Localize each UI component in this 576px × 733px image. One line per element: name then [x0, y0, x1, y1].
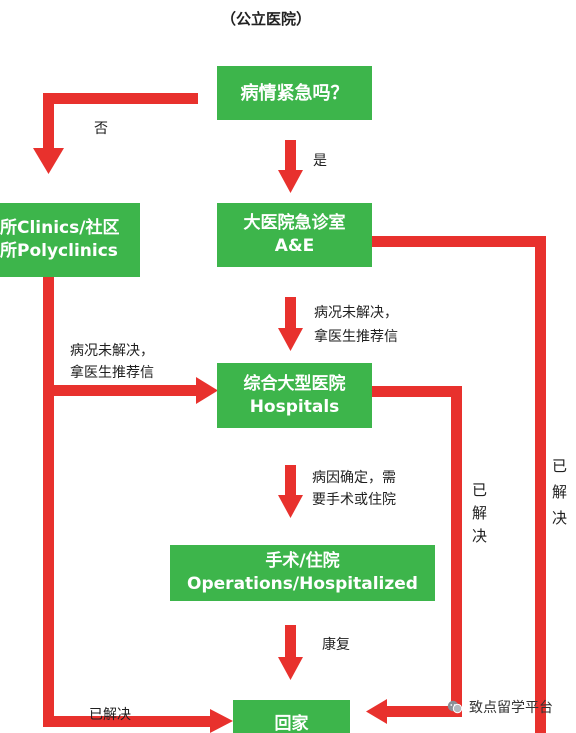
arrow-emergency-to-hospital-head — [278, 328, 303, 351]
node-label-line: 所Polyclinics — [0, 241, 118, 261]
diagram-title: （公立医院） — [220, 10, 311, 28]
edge-label-line: 病况未解决， — [314, 305, 398, 321]
arrow-emergency-resolved-vertical — [535, 236, 546, 733]
edge-label-yes: 是 — [313, 153, 327, 169]
edge-label-line: 要手术或住院 — [312, 492, 396, 508]
edge-label-line: 病况未解决， — [70, 343, 154, 359]
arrow-recovery-head — [278, 657, 303, 680]
arrow-hospital-resolved-horizontal — [372, 386, 462, 397]
arrow-yes-head — [278, 170, 303, 193]
edge-label-line: 病因确定，需 — [312, 470, 396, 486]
node-label-line: 所Clinics/社区 — [0, 218, 120, 238]
arrow-hospital-resolved-vertical — [451, 386, 462, 717]
arrow-hospital-resolved-head — [366, 699, 387, 724]
edge-label-hospital-resolved: 已解决 — [470, 482, 488, 551]
node-home: 回家 — [233, 700, 350, 733]
arrow-recovery-shaft — [285, 625, 296, 659]
edge-label-clinic-to-hospital: 病况未解决， 拿医生推荐信 — [70, 340, 154, 384]
node-urgent-check: 病情紧急吗？ — [217, 66, 372, 120]
arrow-no-horizontal — [43, 93, 198, 104]
edge-label-emergency-resolved: 已解决 — [550, 458, 568, 536]
arrow-emergency-resolved-horizontal — [372, 236, 546, 247]
edge-label-clinic-resolved: 已解决 — [89, 707, 131, 723]
node-emergency: 大医院急诊室 A&E — [217, 203, 372, 267]
arrow-clinic-to-hospital-horizontal — [43, 385, 198, 396]
arrow-emergency-to-hospital-shaft — [285, 297, 296, 330]
edge-label-no: 否 — [94, 121, 108, 137]
watermark: 致点留学平台 — [447, 697, 553, 717]
node-label-line: 病情紧急吗？ — [240, 82, 349, 104]
edge-label-hospital-to-surgery: 病因确定，需 要手术或住院 — [312, 467, 396, 511]
node-surgery: 手术/住院 Operations/Hospitalized — [170, 545, 435, 601]
arrow-clinic-resolved-head — [210, 709, 233, 733]
edge-label-emergency-to-hospital: 病况未解决， 拿医生推荐信 — [314, 301, 398, 349]
node-clinic: 所Clinics/社区 所Polyclinics — [0, 203, 140, 277]
node-label-line: Hospitals — [249, 396, 340, 417]
edge-label-line: 拿医生推荐信 — [314, 329, 398, 345]
node-hospital: 综合大型医院 Hospitals — [217, 363, 372, 428]
arrow-no-head — [33, 148, 64, 174]
node-label-line: 大医院急诊室 — [243, 213, 346, 233]
arrow-yes-shaft — [285, 140, 296, 172]
arrow-clinic-to-hospital-head — [196, 377, 218, 404]
node-label-line: 手术/住院 — [265, 551, 340, 571]
edge-label-line: 拿医生推荐信 — [70, 365, 154, 381]
node-label-line: Operations/Hospitalized — [187, 574, 418, 594]
edge-label-recovery: 康复 — [322, 637, 350, 653]
arrow-hospital-resolved-bottom — [385, 706, 462, 717]
arrow-hospital-to-surgery-head — [278, 495, 303, 518]
node-label-line: A&E — [274, 236, 315, 256]
wechat-icon — [447, 700, 463, 714]
node-label-line: 回家 — [274, 714, 309, 733]
arrow-no-vertical — [43, 93, 54, 150]
watermark-text: 致点留学平台 — [469, 700, 553, 716]
node-label-line: 综合大型医院 — [243, 373, 346, 394]
arrow-clinic-resolved-horizontal — [43, 716, 213, 727]
arrow-clinic-trunk — [43, 277, 54, 727]
arrow-hospital-to-surgery-shaft — [285, 465, 296, 497]
